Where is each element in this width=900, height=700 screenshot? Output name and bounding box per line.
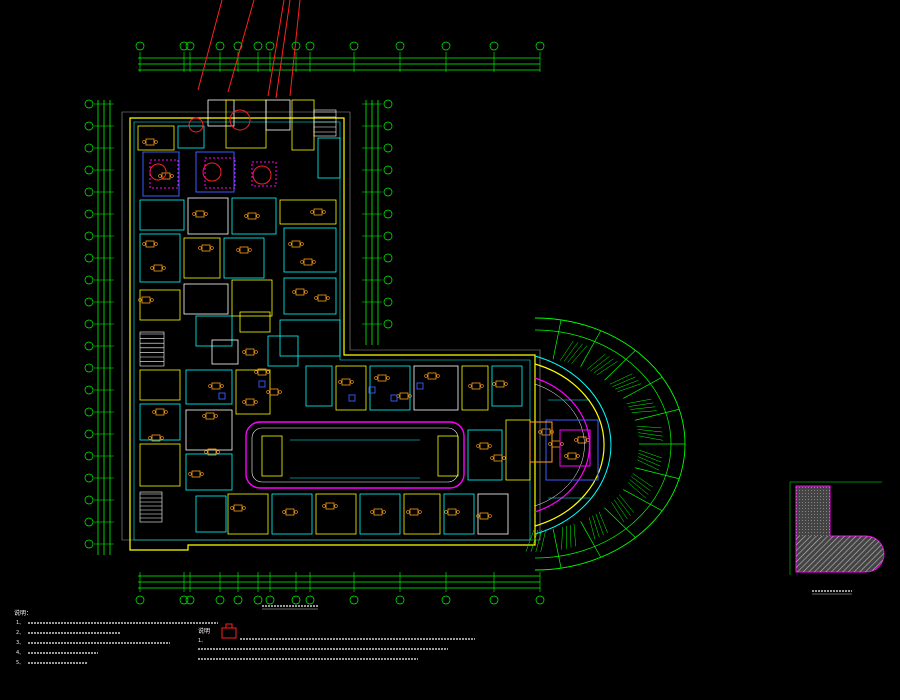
legend-revision-icon xyxy=(221,623,237,639)
room-partitions xyxy=(137,99,531,535)
note-number-3: 3、 xyxy=(16,640,25,646)
note-number-2: 2、 xyxy=(16,630,25,636)
left-grid-band xyxy=(97,100,111,555)
right-grid-band xyxy=(365,100,379,345)
bottom-grid-band xyxy=(138,575,540,589)
revision-leaders xyxy=(197,0,301,99)
legend-number: 1、 xyxy=(198,638,207,644)
equipment-rooms xyxy=(142,109,277,197)
legend-heading: 说明 xyxy=(198,628,211,635)
note-number-4: 4、 xyxy=(16,650,25,656)
notes-body-lines xyxy=(28,590,852,664)
grid-ticks xyxy=(94,52,541,592)
notes-heading: 说明： xyxy=(14,610,33,617)
note-number-5: 5、 xyxy=(16,660,25,666)
key-plan xyxy=(789,481,885,575)
curved-wing xyxy=(525,317,686,571)
note-number-1: 1、 xyxy=(16,620,25,626)
grid-bubbles xyxy=(84,41,545,605)
top-grid-band xyxy=(138,57,540,71)
stairs xyxy=(139,109,337,523)
furniture-layer xyxy=(138,138,590,520)
curved-wing-interior xyxy=(529,399,599,499)
central-atrium xyxy=(245,421,465,489)
